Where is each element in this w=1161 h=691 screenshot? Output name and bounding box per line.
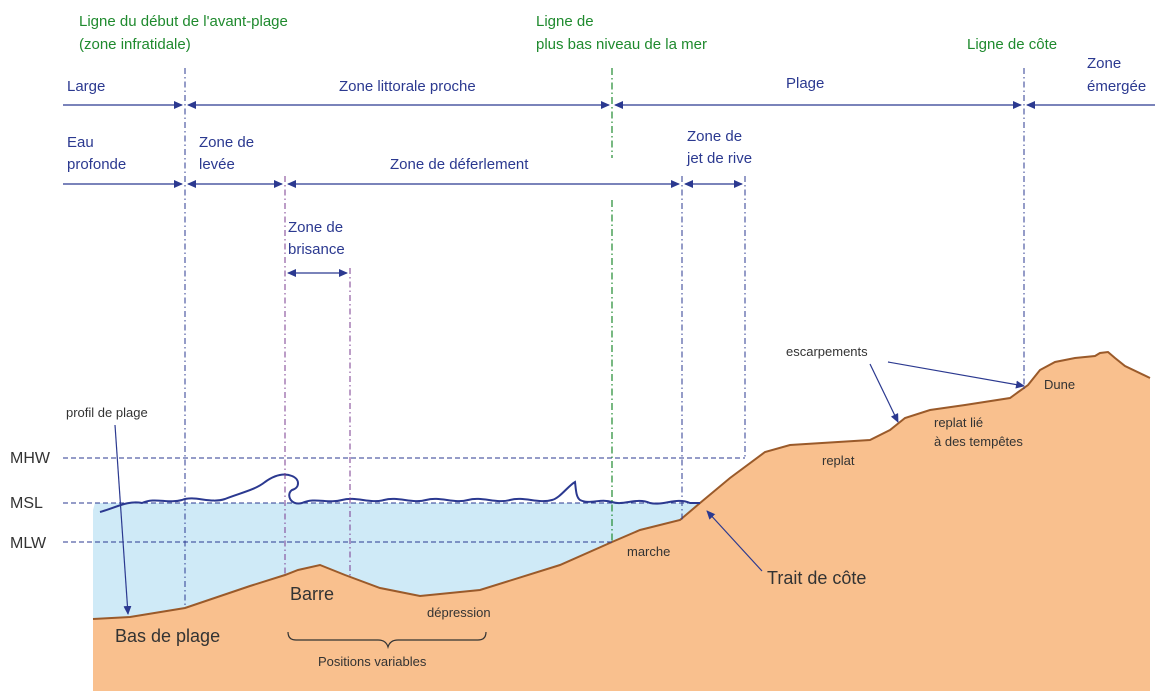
replat-label: replat	[822, 453, 855, 468]
positions-label: Positions variables	[318, 654, 427, 669]
replat-tempete-label-2: à des tempêtes	[934, 434, 1023, 449]
msl-label: MSL	[10, 495, 43, 512]
marche-label: marche	[627, 544, 670, 559]
mlw-label: MLW	[10, 535, 47, 552]
trait-pointer	[706, 510, 763, 572]
low-sea-line-label-1: Ligne de	[536, 13, 594, 30]
zone-large: Large	[67, 78, 105, 95]
zone-deferlement: Zone de déferlement	[390, 156, 529, 173]
zone-brisance-1: Zone de	[288, 219, 343, 236]
barre-label: Barre	[290, 584, 334, 604]
escarpement-pointer-1	[869, 363, 899, 423]
zone-littorale: Zone littorale proche	[339, 78, 476, 95]
zone-eau-profonde-1: Eau	[67, 134, 94, 151]
dune-label: Dune	[1044, 377, 1075, 392]
zone-emergee-1: Zone	[1087, 55, 1121, 72]
coast-line-label: Ligne de côte	[967, 36, 1057, 53]
escarpements-label: escarpements	[786, 344, 868, 359]
sand-profile	[93, 352, 1150, 691]
zone-eau-profonde-2: profonde	[67, 156, 126, 173]
zone-levee-1: Zone de	[199, 134, 254, 151]
bas-de-plage-label: Bas de plage	[115, 626, 220, 646]
trait-de-cote-label: Trait de côte	[767, 568, 866, 588]
depression-label: dépression	[427, 605, 491, 620]
escarpement-pointer-2	[887, 361, 1025, 389]
mhw-label: MHW	[10, 450, 51, 467]
sand-outline	[92, 350, 1151, 620]
replat-tempete-label-1: replat lié	[934, 415, 983, 430]
zone-brisance-2: brisance	[288, 241, 345, 258]
zone-plage: Plage	[786, 75, 824, 92]
wave-surface	[99, 473, 700, 513]
zone-jet-de-rive-2: jet de rive	[686, 150, 752, 167]
avant-plage-line-label-1: Ligne du début de l'avant-plage	[79, 13, 288, 30]
positions-brace	[287, 631, 487, 650]
sea-water	[93, 503, 700, 619]
zone-emergee-2: émergée	[1087, 78, 1146, 95]
profil-label: profil de plage	[66, 405, 148, 420]
avant-plage-line-label-2: (zone infratidale)	[79, 36, 191, 53]
zone-levee-2: levée	[199, 156, 235, 173]
profil-pointer	[114, 424, 132, 615]
zone-jet-de-rive-1: Zone de	[687, 128, 742, 145]
low-sea-line-label-2: plus bas niveau de la mer	[536, 36, 707, 53]
